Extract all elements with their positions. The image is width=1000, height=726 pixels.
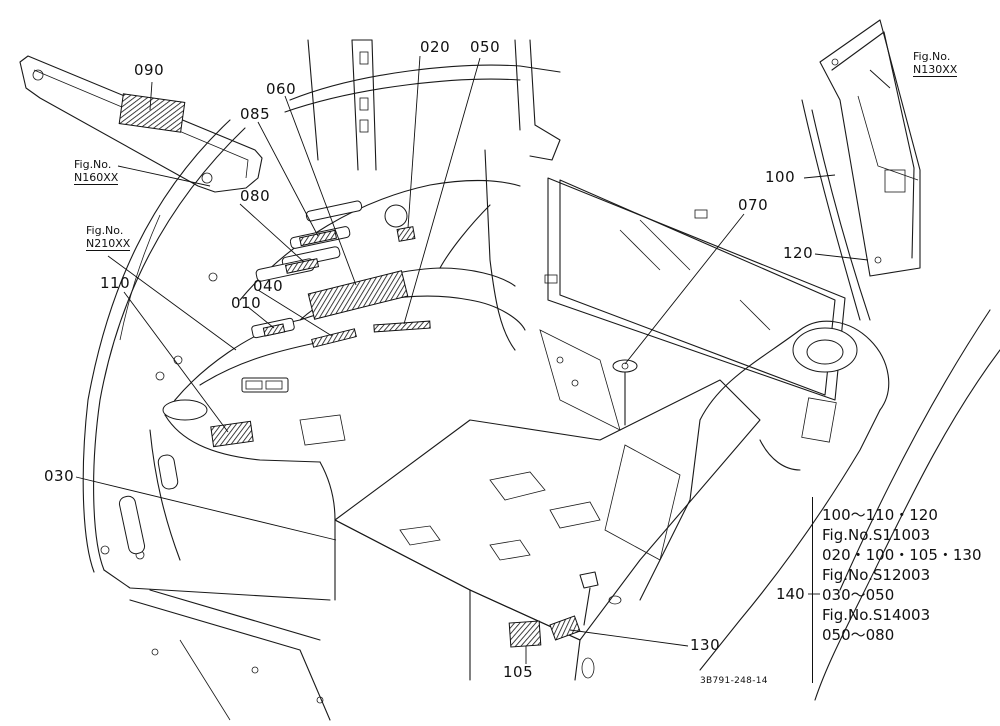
fig-ref-n130-line2: N130XX: [913, 63, 958, 77]
callout-090: 090: [134, 61, 165, 79]
label-010-decal: [262, 323, 286, 337]
legend-line: Fig.No.S14003: [822, 606, 931, 624]
label-130-decal: [549, 615, 581, 641]
label-090-decal: [118, 93, 186, 133]
label-050-decal: [373, 320, 431, 333]
callout-080: 080: [240, 187, 271, 205]
fig-ref-n210: Fig.No. N210XX: [86, 224, 131, 251]
callout-030: 030: [44, 467, 75, 485]
legend-block: 100～110・120 Fig.No.S11003 020・100・105・13…: [822, 505, 982, 645]
left-console: [149, 295, 526, 601]
fig-ref-n160-line2: N160XX: [74, 171, 119, 185]
label-110-decal: [210, 420, 254, 448]
label-080-decal: [284, 258, 320, 274]
label-105-decal: [508, 620, 542, 648]
rear-pillar-trim: [801, 19, 921, 321]
label-020-decal: [396, 226, 416, 242]
callout-105: 105: [503, 663, 534, 681]
legend-line: 100～110・120: [822, 506, 938, 524]
legend-line: Fig.No.S12003: [822, 566, 931, 584]
callout-110: 110: [100, 274, 131, 292]
cab-right-frame: [814, 309, 1000, 701]
callout-070: 070: [738, 196, 769, 214]
fig-ref-n130: Fig.No. N130XX: [913, 50, 958, 77]
leader-lines: [75, 55, 891, 664]
legend-line: 020・100・105・130: [822, 546, 982, 564]
rear-window: [544, 177, 846, 401]
center-dash-panel: [239, 149, 521, 351]
callout-040: 040: [253, 277, 284, 295]
legend-line: 050～080: [822, 626, 895, 644]
callout-085: 085: [240, 105, 271, 123]
callout-060: 060: [266, 80, 297, 98]
callout-130: 130: [690, 636, 721, 654]
floor-rails: [129, 589, 331, 721]
sun-visor: [19, 55, 263, 193]
cab-left-frame: [82, 119, 331, 601]
fig-ref-n130-line1: Fig.No.: [913, 50, 951, 63]
drawing-code: 3B791-248-14: [700, 676, 768, 686]
fig-ref-n210-line1: Fig.No.: [86, 224, 124, 237]
fig-ref-n160-line1: Fig.No.: [74, 158, 112, 171]
fig-ref-n210-line2: N210XX: [86, 237, 131, 251]
lever-knob: [612, 359, 638, 426]
floor-panel: [334, 329, 761, 681]
label-060-decal: [307, 270, 409, 320]
fig-ref-n160: Fig.No. N160XX: [74, 158, 119, 185]
callout-050: 050: [470, 38, 501, 56]
callout-020: 020: [420, 38, 451, 56]
callout-010: 010: [231, 294, 262, 312]
legend-bracket: [812, 497, 821, 683]
cab-roof-and-pillars: [284, 39, 561, 171]
legend-part-id: 140: [776, 585, 805, 603]
legend-line: 030～050: [822, 586, 895, 604]
callout-100: 100: [765, 168, 796, 186]
right-console: [508, 320, 890, 679]
legend-line: Fig.No.S11003: [822, 526, 931, 544]
callout-120: 120: [783, 244, 814, 262]
label-040-decal: [311, 328, 357, 348]
